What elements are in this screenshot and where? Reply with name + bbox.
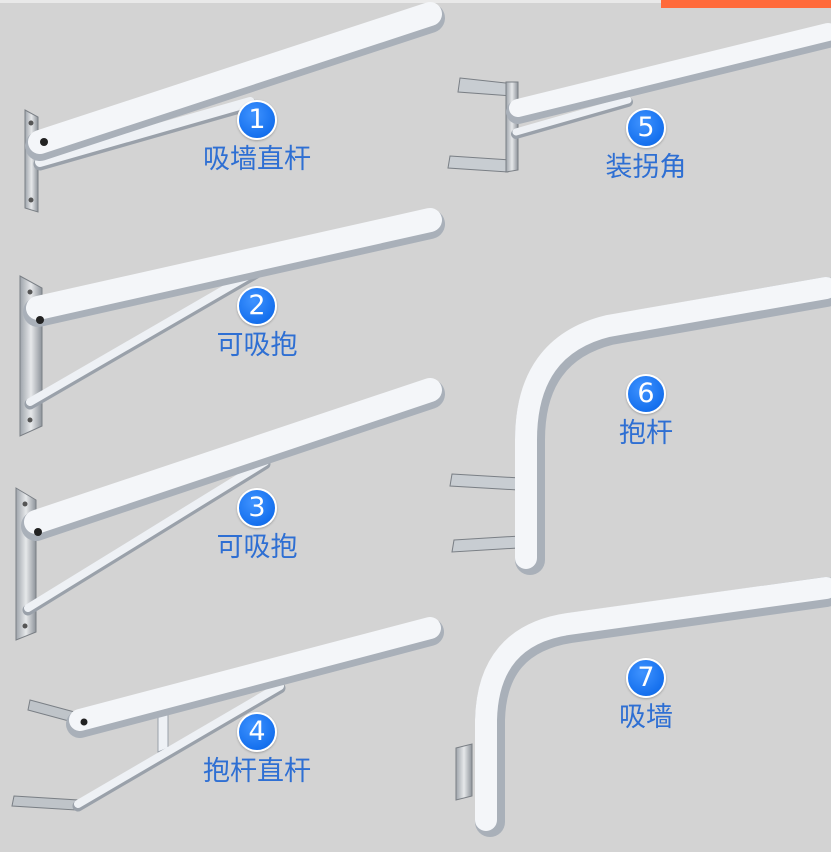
item-label-1: 吸墙直杆 xyxy=(203,144,311,175)
number-badge-4: 4 xyxy=(237,712,277,752)
bracket-7 xyxy=(455,577,831,837)
bracket-4 xyxy=(11,617,444,812)
bracket-5 xyxy=(447,23,831,173)
item-label-3: 可吸抱 xyxy=(216,532,298,563)
item-label-7: 吸墙 xyxy=(619,702,673,733)
item-label-2: 可吸抱 xyxy=(216,330,298,361)
bracket-6 xyxy=(449,277,831,575)
item-2: 2 可吸抱 xyxy=(157,286,357,362)
item-1: 1 吸墙直杆 xyxy=(157,100,357,176)
number-badge-1: 1 xyxy=(237,100,277,140)
bracket-2 xyxy=(19,208,445,437)
number-badge-3: 3 xyxy=(237,488,277,528)
number-badge-2: 2 xyxy=(237,286,277,326)
item-3: 3 可吸抱 xyxy=(157,488,357,564)
number-badge-6: 6 xyxy=(626,374,666,414)
top-strip xyxy=(0,0,831,3)
bracket-3 xyxy=(15,378,445,641)
bracket-1 xyxy=(24,2,445,213)
number-badge-5: 5 xyxy=(626,108,666,148)
item-4: 4 抱杆直杆 xyxy=(157,712,357,788)
number-badge-7: 7 xyxy=(626,658,666,698)
item-label-6: 抱杆 xyxy=(619,418,673,449)
item-6: 6 抱杆 xyxy=(546,374,746,450)
item-5: 5 装拐角 xyxy=(546,108,746,184)
item-label-4: 抱杆直杆 xyxy=(203,756,311,787)
item-7: 7 吸墙 xyxy=(546,658,746,734)
corner-tab xyxy=(661,0,831,8)
item-label-5: 装拐角 xyxy=(605,152,687,183)
